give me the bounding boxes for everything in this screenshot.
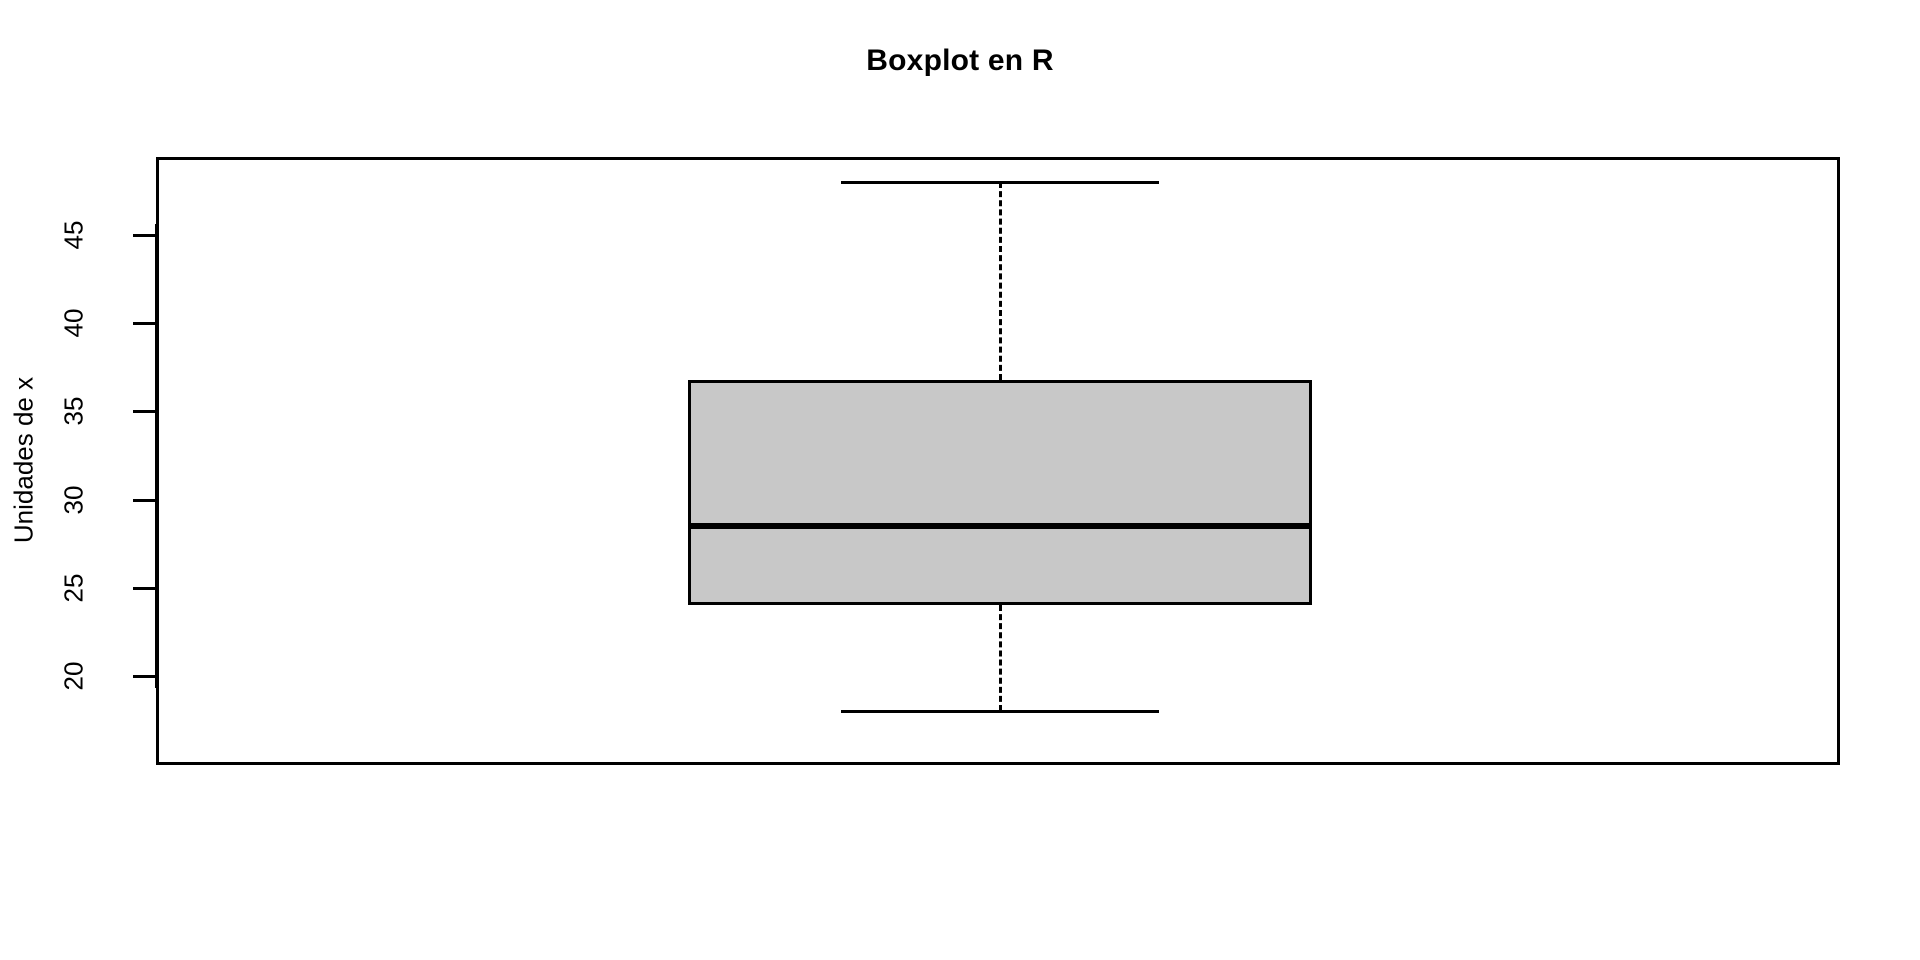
page-title: Boxplot en R (866, 44, 1054, 77)
y-axis-label: Unidades de x (8, 376, 39, 544)
y-axis-tick-25 (133, 586, 156, 590)
y-axis-tick-45 (133, 234, 156, 237)
y-axis-tick-label-40: 40 (58, 308, 89, 338)
y-axis-tick-40 (133, 322, 156, 326)
y-axis-tick-35 (133, 410, 156, 414)
y-axis-tick-label-25: 25 (58, 573, 89, 603)
y-axis-tick-label-20: 20 (58, 661, 89, 691)
y-axis-tick-label-45: 45 (58, 220, 89, 250)
y-axis-tick-label-30: 30 (58, 485, 89, 515)
y-axis-tick-20 (133, 675, 156, 678)
plot-frame (156, 157, 1840, 765)
y-axis-tick-30 (133, 498, 156, 502)
y-axis-tick-label-35: 35 (58, 396, 89, 426)
y-axis-label-area: Unidades de x (0, 0, 48, 960)
